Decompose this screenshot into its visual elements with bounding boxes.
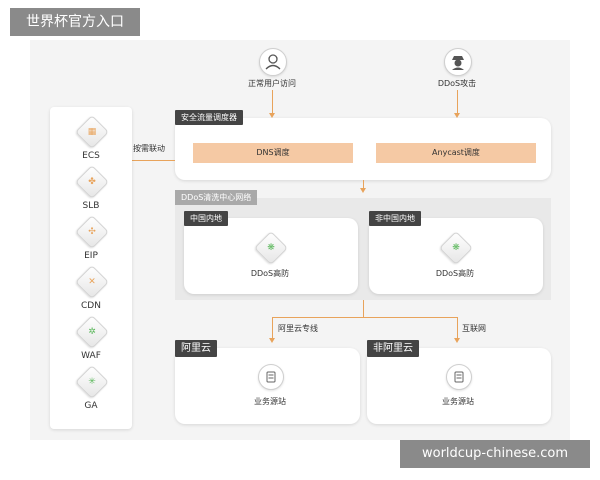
internet-route-line [457, 317, 458, 341]
product-cdn-icon: ✕ [88, 277, 96, 287]
aliyun-origin-label: 业务源站 [254, 397, 286, 406]
scheduler-to-cleaning-line [363, 180, 364, 190]
attack-to-scheduler-line [457, 90, 458, 116]
product-slb-label: SLB [82, 201, 100, 211]
server-icon [266, 371, 276, 383]
product-ecs-icon: ▦ [87, 127, 97, 137]
on-demand-linkage-label: 按需联动 [133, 144, 165, 153]
product-ga-icon: ✳ [88, 377, 96, 387]
product-waf-label: WAF [81, 351, 101, 361]
watermark-bottom: worldcup-chinese.com [400, 440, 590, 468]
cleaning-center-title: DDoS清洗中心网络 [175, 190, 258, 205]
attack-arrow [454, 113, 460, 118]
product-ga-label: GA [84, 401, 98, 411]
server-icon [454, 371, 464, 383]
dns-schedule-box: DNS调度 [193, 143, 353, 163]
origin-non-aliyun-title: 非阿里云 [367, 340, 419, 357]
shield-icon: ❋ [452, 243, 460, 253]
product-cdn-label: CDN [81, 301, 101, 311]
product-waf-icon: ✲ [88, 327, 96, 337]
aliyun-route-line [272, 317, 273, 341]
aliyun-route-arrow [269, 338, 275, 343]
aliyun-server-node [258, 364, 284, 390]
overseas-ddos-label: DDoS高防 [435, 269, 475, 278]
watermark-top: 世界杯官方入口 [10, 8, 140, 36]
scheduler-arrow [360, 188, 366, 193]
origin-aliyun-title: 阿里云 [175, 340, 217, 357]
product-ecs-label: ECS [82, 151, 100, 161]
attacker-node [444, 48, 472, 76]
product-slb-icon: ✤ [88, 177, 96, 187]
region-overseas-title: 非中国内地 [369, 211, 421, 226]
non-aliyun-origin-label: 业务源站 [442, 397, 474, 406]
user-to-scheduler-line [272, 90, 273, 116]
ddos-attack-label: DDoS攻击 [437, 79, 477, 88]
cleaning-to-origin-line [363, 300, 364, 317]
user-icon [265, 54, 281, 70]
non-aliyun-server-node [446, 364, 472, 390]
normal-user-label: 正常用户访问 [248, 79, 296, 88]
user-node [259, 48, 287, 76]
mainland-ddos-label: DDoS高防 [250, 269, 290, 278]
hacker-icon [452, 56, 464, 70]
linkage-line [120, 160, 175, 161]
shield-icon: ❋ [267, 243, 275, 253]
region-mainland-title: 中国内地 [184, 211, 228, 226]
aliyun-line-label: 阿里云专线 [278, 324, 318, 333]
product-eip-icon: ✣ [88, 227, 96, 237]
scheduler-title: 安全流量调度器 [175, 110, 243, 125]
internet-label: 互联网 [462, 324, 486, 333]
product-eip-label: EIP [84, 251, 98, 261]
route-split-line [272, 317, 457, 318]
internet-route-arrow [454, 338, 460, 343]
anycast-schedule-box: Anycast调度 [376, 143, 536, 163]
user-arrow [269, 113, 275, 118]
